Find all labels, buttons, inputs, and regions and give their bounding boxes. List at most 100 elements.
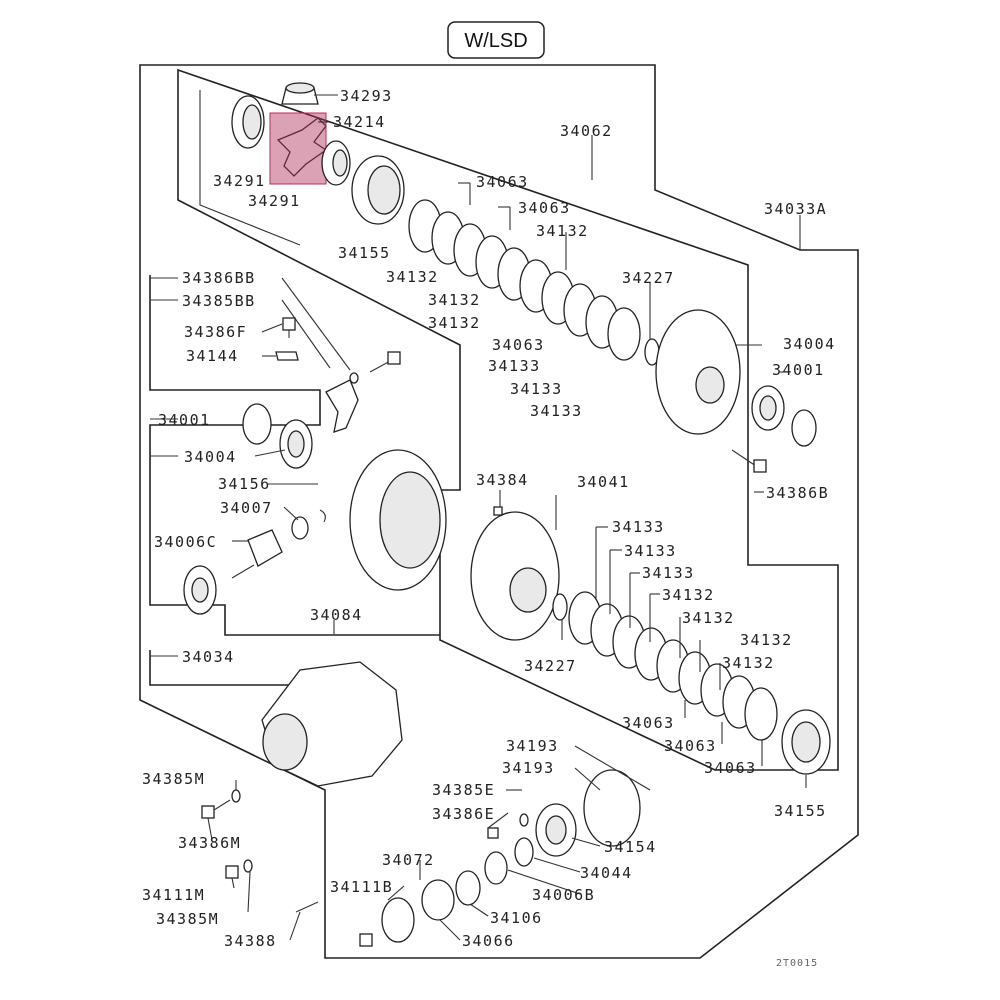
pinion-gear-top[interactable] bbox=[281, 82, 319, 105]
label-34007[interactable]: 34007 bbox=[220, 499, 273, 517]
label-34291-b[interactable]: 34291 bbox=[248, 192, 301, 210]
bearing-34004-left[interactable] bbox=[279, 419, 313, 469]
label-34385M-top[interactable]: 34385M bbox=[142, 770, 205, 788]
bolt-34386B[interactable] bbox=[731, 449, 767, 473]
lock-34144[interactable] bbox=[275, 351, 299, 361]
label-34004-b[interactable]: 34004 bbox=[184, 448, 237, 466]
diff-case-half-left[interactable] bbox=[470, 511, 560, 641]
label-34111B[interactable]: 34111B bbox=[330, 878, 393, 896]
label-34033A[interactable]: 34033A bbox=[764, 200, 827, 218]
label-34193-b[interactable]: 34193 bbox=[502, 759, 555, 777]
label-34133-b[interactable]: 34133 bbox=[510, 380, 563, 398]
gasket-34193[interactable] bbox=[583, 769, 641, 847]
label-34154[interactable]: 34154 bbox=[604, 838, 657, 856]
label-34004-a[interactable]: 34004 bbox=[783, 335, 836, 353]
label-34133-e[interactable]: 34133 bbox=[624, 542, 677, 560]
label-34132-a[interactable]: 34132 bbox=[536, 222, 589, 240]
label-34385E[interactable]: 34385E bbox=[432, 781, 495, 799]
bearing-retainer-34154[interactable] bbox=[535, 803, 577, 857]
label-34063-d[interactable]: 34063 bbox=[622, 714, 675, 732]
label-34006C[interactable]: 34006C bbox=[154, 533, 217, 551]
label-34001-b[interactable]: 34001 bbox=[158, 411, 211, 429]
label-34063-a[interactable]: 34063 bbox=[476, 173, 529, 191]
label-34156[interactable]: 34156 bbox=[218, 475, 271, 493]
label-34133-c[interactable]: 34133 bbox=[530, 402, 583, 420]
label-34106[interactable]: 34106 bbox=[490, 909, 543, 927]
label-34384[interactable]: 34384 bbox=[476, 471, 529, 489]
bearing-cap[interactable] bbox=[325, 379, 359, 433]
washer-34385BB[interactable] bbox=[349, 372, 359, 384]
bearing-34004-right[interactable] bbox=[751, 385, 785, 431]
adjuster-nut-34001-left[interactable] bbox=[242, 403, 272, 445]
label-34132-d[interactable]: 34132 bbox=[428, 314, 481, 332]
label-34084[interactable]: 34084 bbox=[310, 606, 363, 624]
label-34063-b[interactable]: 34063 bbox=[518, 199, 571, 217]
label-34214[interactable]: 34214 bbox=[333, 113, 386, 131]
bolt-34386E[interactable] bbox=[487, 827, 499, 839]
drive-pinion[interactable] bbox=[231, 529, 283, 579]
label-34034[interactable]: 34034 bbox=[182, 648, 235, 666]
nut-34111B[interactable] bbox=[359, 933, 373, 947]
label-34385BB[interactable]: 34385BB bbox=[182, 292, 256, 310]
ring-gear-34084[interactable] bbox=[349, 449, 447, 591]
bearing-34006B[interactable] bbox=[484, 851, 508, 885]
label-34001-a[interactable]: 34001 bbox=[772, 361, 825, 379]
label-34066[interactable]: 34066 bbox=[462, 932, 515, 950]
label-34193-a[interactable]: 34193 bbox=[506, 737, 559, 755]
label-34385M-bot[interactable]: 34385M bbox=[156, 910, 219, 928]
bolt-34386F[interactable] bbox=[282, 317, 296, 338]
bolt-34386M[interactable] bbox=[201, 799, 231, 819]
label-34132-c[interactable]: 34132 bbox=[428, 291, 481, 309]
spacer-ring-34227-lower[interactable] bbox=[552, 593, 568, 621]
label-34291-a[interactable]: 34291 bbox=[213, 172, 266, 190]
side-gear-right[interactable] bbox=[321, 140, 351, 186]
label-34132-f[interactable]: 34132 bbox=[682, 609, 735, 627]
companion-flange-34066[interactable] bbox=[381, 897, 415, 943]
label-34132-b[interactable]: 34132 bbox=[386, 268, 439, 286]
spacer-34007[interactable] bbox=[291, 516, 309, 540]
screw-34384[interactable] bbox=[493, 506, 503, 516]
label-34227-a[interactable]: 34227 bbox=[622, 269, 675, 287]
highlight-34214[interactable] bbox=[269, 112, 327, 185]
nut-34111M[interactable] bbox=[225, 865, 239, 879]
label-34386F[interactable]: 34386F bbox=[184, 323, 247, 341]
label-34386BB[interactable]: 34386BB bbox=[182, 269, 256, 287]
label-34133-f[interactable]: 34133 bbox=[642, 564, 695, 582]
label-34111M[interactable]: 34111M bbox=[142, 886, 205, 904]
seal-34106[interactable] bbox=[455, 870, 481, 906]
label-34388[interactable]: 34388 bbox=[224, 932, 277, 950]
washer-34385M-bot[interactable] bbox=[243, 859, 253, 873]
washer-34385E[interactable] bbox=[519, 813, 529, 827]
adjuster-nut-34001-right[interactable] bbox=[791, 409, 817, 447]
label-34386E[interactable]: 34386E bbox=[432, 805, 495, 823]
label-34132-h[interactable]: 34132 bbox=[722, 654, 775, 672]
label-34072[interactable]: 34072 bbox=[382, 851, 435, 869]
label-34044[interactable]: 34044 bbox=[580, 864, 633, 882]
label-34293[interactable]: 34293 bbox=[340, 87, 393, 105]
snap-ring-34156[interactable] bbox=[319, 509, 326, 523]
label-34227-b[interactable]: 34227 bbox=[524, 657, 577, 675]
washer-34385M-top[interactable] bbox=[231, 789, 241, 803]
label-34155-b[interactable]: 34155 bbox=[774, 802, 827, 820]
label-34063-f[interactable]: 34063 bbox=[704, 759, 757, 777]
label-34063-c[interactable]: 34063 bbox=[492, 336, 545, 354]
label-34041[interactable]: 34041 bbox=[577, 473, 630, 491]
deflector-34072[interactable] bbox=[421, 879, 455, 921]
clutch-housing-left[interactable] bbox=[351, 155, 405, 225]
clutch-plates-lower[interactable] bbox=[568, 591, 778, 741]
bolt-34386BB[interactable] bbox=[369, 351, 401, 373]
label-34386M[interactable]: 34386M bbox=[178, 834, 241, 852]
label-34144[interactable]: 34144 bbox=[186, 347, 239, 365]
label-34062[interactable]: 34062 bbox=[560, 122, 613, 140]
carrier-housing-34034[interactable] bbox=[261, 661, 403, 787]
label-34133-d[interactable]: 34133 bbox=[612, 518, 665, 536]
clutch-plates-upper[interactable] bbox=[408, 199, 641, 361]
label-34132-g[interactable]: 34132 bbox=[740, 631, 793, 649]
label-34386B[interactable]: 34386B bbox=[766, 484, 829, 502]
stud-34388[interactable] bbox=[295, 901, 319, 913]
side-gear-left[interactable] bbox=[231, 95, 265, 149]
clutch-housing-right[interactable] bbox=[781, 709, 831, 775]
label-34063-e[interactable]: 34063 bbox=[664, 737, 717, 755]
label-34132-e[interactable]: 34132 bbox=[662, 586, 715, 604]
diff-case-half-right[interactable] bbox=[655, 309, 741, 435]
